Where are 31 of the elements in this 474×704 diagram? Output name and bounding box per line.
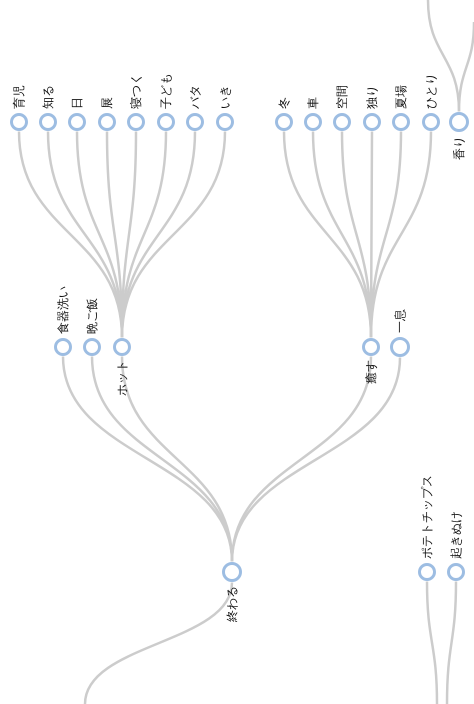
node-label: 夏場 (394, 85, 408, 109)
tree-link (230, 357, 402, 562)
node-label: ホット (115, 360, 129, 396)
node-label: 一息 (393, 309, 407, 333)
tree-link (458, 22, 474, 112)
node-label: 癒す (364, 360, 378, 384)
tree-link (370, 131, 432, 338)
node-label: 空間 (335, 85, 349, 109)
node-label: 起きぬけ (449, 511, 463, 559)
tree-link (446, 581, 458, 704)
node-label: 日 (70, 97, 84, 109)
node-label: 寝つく (129, 73, 143, 109)
node-label: 終わる (225, 586, 239, 622)
tree-link (120, 131, 226, 338)
node-label: 晩ご飯 (85, 298, 99, 334)
node-label: 展 (100, 97, 114, 109)
node-label: バタ (188, 85, 202, 109)
tree-link (426, 581, 438, 704)
node-label: 独り (365, 85, 379, 109)
node-label: 香り (452, 136, 466, 160)
node-label: いき (218, 85, 232, 109)
node-label: ポテトチップス (420, 475, 434, 559)
node-label: 車 (306, 97, 320, 109)
node-label: 知る (41, 85, 55, 109)
tree-link (84, 582, 234, 704)
node-label: 食器洗い (56, 286, 70, 334)
node-label: ひとり (424, 73, 438, 109)
tree-link (426, 0, 460, 112)
node-label: 冬 (277, 97, 291, 109)
node-label: 子ども (159, 73, 173, 109)
node-label: 育児 (12, 85, 26, 109)
